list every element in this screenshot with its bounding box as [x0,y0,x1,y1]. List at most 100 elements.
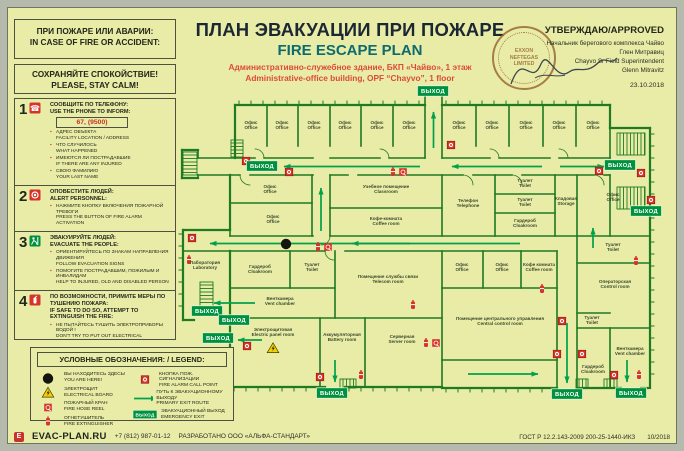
legend-item-label: ЭВАКУАЦИОННЫЙ ВЫХОД EMERGENCY EXIT [161,409,225,420]
instruction-number: 3 [19,234,28,252]
safety-icons [187,140,656,382]
page-title-ru: ПЛАН ЭВАКУАЦИИ ПРИ ПОЖАРЕ [195,19,505,40]
fire-alarm-call-point-icon [187,233,197,243]
title-block: ПЛАН ЭВАКУАЦИИ ПРИ ПОЖАРЕ FIRE ESCAPE PL… [185,19,515,84]
fire-extinguisher-icon [411,300,415,309]
legend-item: ЭЛЕКТРОЩИТ ELECTRICAL BOARD [35,386,132,399]
legend-box: УСЛОВНЫЕ ОБОЗНАЧЕНИЯ: / LEGEND: ВЫ НАХОД… [30,347,234,427]
fire-extinguisher-icon [359,370,363,379]
svg-text:ВЫХОД: ВЫХОД [222,318,247,324]
fire-hose-reel-icon [324,243,332,251]
approval-date: 23.10.2018 [629,81,664,89]
fire-alarm-call-point-icon [242,341,252,351]
stay-calm-box: СОХРАНЯЙТЕ СПОКОЙСТВИЕ! PLEASE, STAY CAL… [14,64,176,94]
svg-text:ВЫХОД: ВЫХОД [135,413,154,418]
legend-items: ВЫ НАХОДИТЕСЬ ЗДЕСЬ! YOU ARE HERE! ЭЛЕКТР… [31,369,233,431]
evacuation-routes [209,111,630,384]
instruction-body: ЭВАКУИРУЙТЕ ЛЮДЕЙ: EVACUATE THE PEOPLE:О… [50,235,171,287]
legend-item-label: ПОЖАРНЫЙ КРАН FIRE HOSE REEL [64,401,108,412]
svg-text:ВЫХОД: ВЫХОД [195,309,220,315]
approval-title: УТВЕРЖДАЮ/APPROVED [544,25,664,36]
fire-extinguisher-icon [187,255,191,264]
instruction-number-cell: 2 [19,189,50,228]
fire-hose-reel-icon [432,339,440,347]
instructions-list: 1☎ СООБЩИТЕ ПО ТЕЛЕФОНУ: USE THE PHONE TO… [15,99,175,339]
exit-sign: ВЫХОД [604,159,636,171]
footer-brand: EVAC-PLAN.RU [32,431,107,442]
svg-text:ВЫХОД: ВЫХОД [608,163,633,169]
svg-text:ВЫХОД: ВЫХОД [634,209,659,215]
instruction-bullet: ИМЕЮТСЯ ЛИ ПОСТРАДАВШИЕ IF THERE ARE ANY… [50,156,171,167]
legend-item: КНОПКА ПОЖ. СИГНАЛИЗАЦИИ FIRE ALARM CALL… [132,372,229,389]
svg-text:ВЫХОД: ВЫХОД [555,392,580,398]
fire-extinguisher-icon [391,167,395,176]
dot-legend-icon [42,372,54,384]
legend-item-label: ОГНЕТУШИТЕЛЬ FIRE EXTINGUISHER [64,415,114,427]
fire-alarm-call-point-icon [552,349,562,359]
alert-line-ru: ПРИ ПОЖАРЕ ИЛИ АВАРИИ: [36,26,154,36]
evac-plan-logo: E [14,431,24,442]
cp-legend-icon [140,375,150,385]
instruction-body: СООБЩИТЕ ПО ТЕЛЕФОНУ: USE THE PHONE TO I… [50,102,171,182]
fire-alarm-call-point-icon [636,168,646,178]
company-stamp: EXXON NEFTEGAS LIMITED [492,26,556,90]
fire-extinguisher-icon [424,338,428,347]
approval-line: Glenn Mitravitz [622,67,664,75]
fire-extinguisher-icon [637,370,641,379]
approval-block: УТВЕРЖДАЮ/APPROVED Начальник берегового … [512,25,664,89]
footer-bar: E EVAC-PLAN.RU +7 (812) 987-01-12 РАЗРАБ… [14,431,310,442]
legend-item-label: ВЫ НАХОДИТЕСЬ ЗДЕСЬ! YOU ARE HERE! [64,372,126,383]
phone-number: 67, (9500) [56,117,128,129]
instruction-body: ОПОВЕСТИТЕ ЛЮДЕЙ: ALERT PERSONNEL:НАЖМИТ… [50,189,171,228]
alert-line-en: IN CASE OF FIRE OR ACCIDENT: [29,37,161,48]
arrow-legend-icon [134,395,154,402]
instructions-box: 1☎ СООБЩИТЕ ПО ТЕЛЕФОНУ: USE THE PHONE TO… [14,98,176,340]
instruction-number: 1 [19,101,28,118]
approval-line: Глен Митравиц [619,49,664,57]
svg-text:ВЫХОД: ВЫХОД [206,336,231,342]
instruction-number-cell: 3 [19,235,50,287]
footer-date: 10/2018 [647,434,670,441]
svg-text:ВЫХОД: ВЫХОД [320,391,345,397]
instruction-bullet: ПОМОГИТЕ ПОСТРАДАВШИМ, ПОЖИЛЫМ И ИНВАЛИД… [50,269,171,286]
instruction-number: 4 [19,293,28,311]
approval-line: Chayvo Sr Field Superintendent [574,58,664,66]
gost-reference: ГОСТ Р 12.2.143-2009 200-25-1440-ИКЗ [519,434,636,441]
legend-item: ВЫХОД ЭВАКУАЦИОННЫЙ ВЫХОД EMERGENCY EXIT [132,408,229,421]
exit-sign: ВЫХОД [551,388,583,400]
legend-item-label: ПУТЬ К ЭВАКУАЦИОННОМУ ВЫХОДУ PRIMARY EXI… [156,389,223,407]
ext-legend-icon [46,416,50,426]
fire-alarm-call-point-icon [284,167,294,177]
tri-legend-icon [41,386,55,398]
instruction-item: 1☎ СООБЩИТЕ ПО ТЕЛЕФОНУ: USE THE PHONE TO… [15,99,175,185]
extinguisher-icon [29,294,41,306]
walls [178,89,655,393]
phone-icon: ☎ [29,102,41,114]
